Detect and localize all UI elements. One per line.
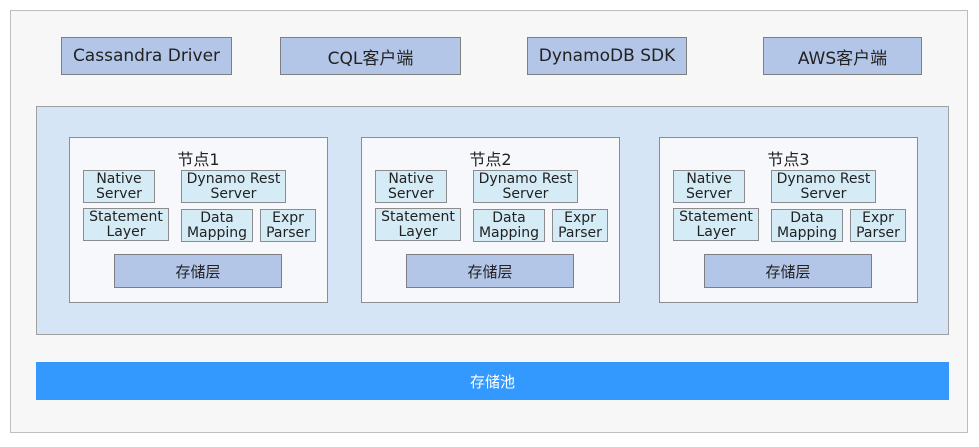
storage-layer: 存储层: [406, 254, 574, 288]
data-mapping-label: Data Mapping: [478, 209, 540, 241]
dynamo-rest-server-module: Dynamo Rest Server: [771, 170, 876, 203]
expr-parser-module: Expr Parser: [260, 209, 316, 242]
data-mapping-module: Data Mapping: [473, 209, 545, 242]
storage-pool: 存储池: [36, 362, 949, 400]
data-mapping-module: Data Mapping: [771, 209, 843, 242]
native-server-label: Native Server: [388, 170, 434, 202]
native-server-module: Native Server: [673, 170, 745, 203]
native-server-module: Native Server: [375, 170, 447, 203]
node-title: 节点2: [469, 150, 512, 169]
expr-parser-label: Expr Parser: [266, 209, 310, 241]
client-cassandra-driver: Cassandra Driver: [61, 37, 232, 75]
storage-layer: 存储层: [114, 254, 282, 288]
node-3: 节点3 Native Server Dynamo Rest Server Sta…: [659, 137, 918, 303]
native-server-label: Native Server: [96, 170, 142, 202]
client-cql: CQL客户端: [280, 37, 461, 75]
client-dynamodb-sdk: DynamoDB SDK: [527, 37, 687, 75]
storage-layer: 存储层: [704, 254, 872, 288]
statement-layer-module: Statement Layer: [673, 208, 759, 241]
native-server-label: Native Server: [686, 170, 732, 202]
statement-layer-label: Statement Layer: [89, 208, 163, 240]
data-mapping-module: Data Mapping: [181, 209, 253, 242]
dynamo-rest-server-module: Dynamo Rest Server: [181, 170, 286, 203]
expr-parser-module: Expr Parser: [850, 209, 906, 242]
node-title: 节点1: [177, 150, 220, 169]
dynamo-rest-server-label: Dynamo Rest Server: [776, 170, 871, 202]
data-mapping-label: Data Mapping: [776, 209, 838, 241]
expr-parser-label: Expr Parser: [558, 209, 602, 241]
statement-layer-module: Statement Layer: [83, 208, 169, 241]
node-title: 节点3: [767, 150, 810, 169]
dynamo-rest-server-label: Dynamo Rest Server: [186, 170, 281, 202]
statement-layer-label: Statement Layer: [679, 208, 753, 240]
expr-parser-label: Expr Parser: [856, 209, 900, 241]
expr-parser-module: Expr Parser: [552, 209, 608, 242]
dynamo-rest-server-module: Dynamo Rest Server: [473, 170, 578, 203]
client-aws: AWS客户端: [763, 37, 922, 75]
statement-layer-module: Statement Layer: [375, 208, 461, 241]
native-server-module: Native Server: [83, 170, 155, 203]
statement-layer-label: Statement Layer: [381, 208, 455, 240]
node-2: 节点2 Native Server Dynamo Rest Server Sta…: [361, 137, 620, 303]
dynamo-rest-server-label: Dynamo Rest Server: [478, 170, 573, 202]
node-1: 节点1 Native Server Dynamo Rest Server Sta…: [69, 137, 328, 303]
data-mapping-label: Data Mapping: [186, 209, 248, 241]
